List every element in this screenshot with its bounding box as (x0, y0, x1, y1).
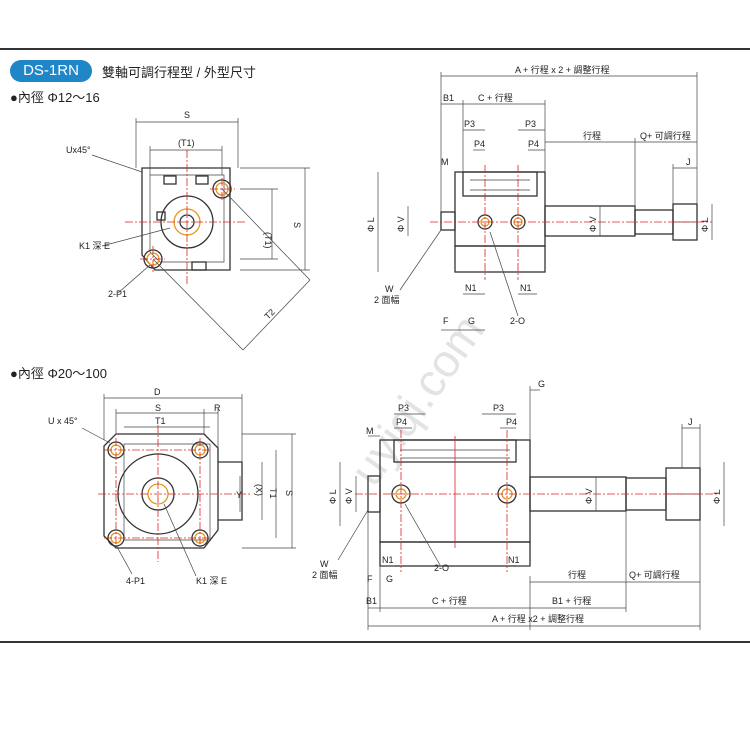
dim-stroke: 行程 (583, 130, 601, 141)
dim-phi-l-right: Φ L (700, 217, 710, 232)
dim-q-adjust: Q+ 可調行程 (640, 130, 691, 141)
dim-g-top: G (538, 379, 545, 389)
dim-p4-right: P4 (506, 417, 517, 427)
dim-2o: 2-O (510, 316, 525, 326)
model-badge: DS-1RN (10, 60, 92, 82)
front-view-large: D S R T1 (X) T1 S Y U x 45° 4-P1 K1 深 E (48, 387, 296, 586)
dim-p4-left: P4 (474, 139, 485, 149)
dim-phi-l-left: Φ L (328, 489, 338, 504)
dim-t2: T2 (262, 307, 277, 322)
dim-n1-left: N1 (382, 555, 394, 565)
dim-p3-right: P3 (493, 403, 504, 413)
dim-s: S (155, 403, 161, 413)
dim-total-length: A + 行程 x2 + 調整行程 (492, 613, 584, 624)
dim-t1: T1 (155, 416, 166, 426)
dim-phi-l-left: Φ L (366, 217, 376, 232)
k1-depth-label: K1 深 E (196, 576, 227, 586)
dim-t1-vertical: (T1) (263, 232, 273, 249)
dim-r: R (214, 403, 221, 413)
bottom-rule (0, 641, 750, 643)
top-rule (0, 48, 750, 50)
dim-w: W (385, 284, 394, 294)
dim-n1-left: N1 (465, 283, 477, 293)
p1-label: 4-P1 (126, 576, 145, 586)
dim-total-length: A + 行程 x 2 + 調整行程 (515, 64, 610, 75)
dim-n1-right: N1 (508, 555, 520, 565)
dim-f: F (443, 316, 449, 326)
dim-phi-l-right: Φ L (712, 489, 722, 504)
dim-2o: 2-O (434, 563, 449, 573)
dim-t1-vertical: T1 (268, 488, 278, 499)
side-view-small: A + 行程 x 2 + 調整行程 B1 C + 行程 P3 P3 P4 P4 … (366, 64, 713, 331)
side-view-large: G P3 P3 P4 P4 M J Φ L Φ V Φ V Φ L N1 N1 … (312, 379, 725, 630)
dim-phi-v-left: Φ V (344, 488, 354, 504)
dim-d: D (154, 387, 161, 397)
p1-label: 2-P1 (108, 289, 127, 299)
dim-m: M (441, 157, 449, 167)
dim-q-adjust: Q+ 可調行程 (629, 569, 680, 580)
dim-b1-stroke: B1 + 行程 (552, 595, 591, 606)
dim-p3-left: P3 (464, 119, 475, 129)
dim-y: Y (236, 490, 242, 500)
dim-m: M (366, 426, 374, 436)
dim-s-vertical: S (292, 222, 302, 228)
dim-w-flats: 2 面幅 (374, 294, 400, 305)
dim-j: J (686, 157, 691, 167)
dim-p4-left: P4 (396, 417, 407, 427)
dim-g: G (386, 574, 393, 584)
dim-j: J (688, 417, 693, 427)
k1-depth-label: K1 深 E (79, 241, 110, 251)
section-title-small-bore: ●內徑 Φ12～16 (10, 90, 100, 105)
front-view-small: S (T1) (T1) S T2 Ux45° K1 深 E 2-P1 (66, 110, 311, 351)
section-title-large-bore: ●內徑 Φ20～100 (10, 366, 107, 381)
dim-w: W (320, 559, 329, 569)
dim-p3-right: P3 (525, 119, 536, 129)
dim-phi-v-left: Φ V (396, 216, 406, 232)
dim-w-flats: 2 面幅 (312, 569, 338, 580)
dim-c-stroke: C + 行程 (432, 595, 467, 606)
dim-b1: B1 (443, 93, 454, 103)
dim-t1: (T1) (178, 138, 195, 148)
dim-phi-v-right: Φ V (588, 216, 598, 232)
dim-phi-v-right: Φ V (584, 488, 594, 504)
page-subtitle: 雙軸可調行程型 / 外型尺寸 (102, 65, 256, 80)
dim-p3-left: P3 (398, 403, 409, 413)
dim-f: F (367, 574, 373, 584)
dim-s: S (184, 110, 190, 120)
dim-s-vertical: S (284, 490, 294, 496)
dim-c-stroke: C + 行程 (478, 92, 513, 103)
dim-n1-right: N1 (520, 283, 532, 293)
watermark: uyiqi.com (340, 305, 494, 494)
chamfer-label: U x 45° (48, 416, 78, 426)
dim-p4-right: P4 (528, 139, 539, 149)
dim-x: (X) (254, 484, 264, 496)
dim-b1: B1 (366, 596, 377, 606)
dim-stroke: 行程 (568, 569, 586, 580)
chamfer-label: Ux45° (66, 145, 91, 155)
dim-g: G (468, 316, 475, 326)
